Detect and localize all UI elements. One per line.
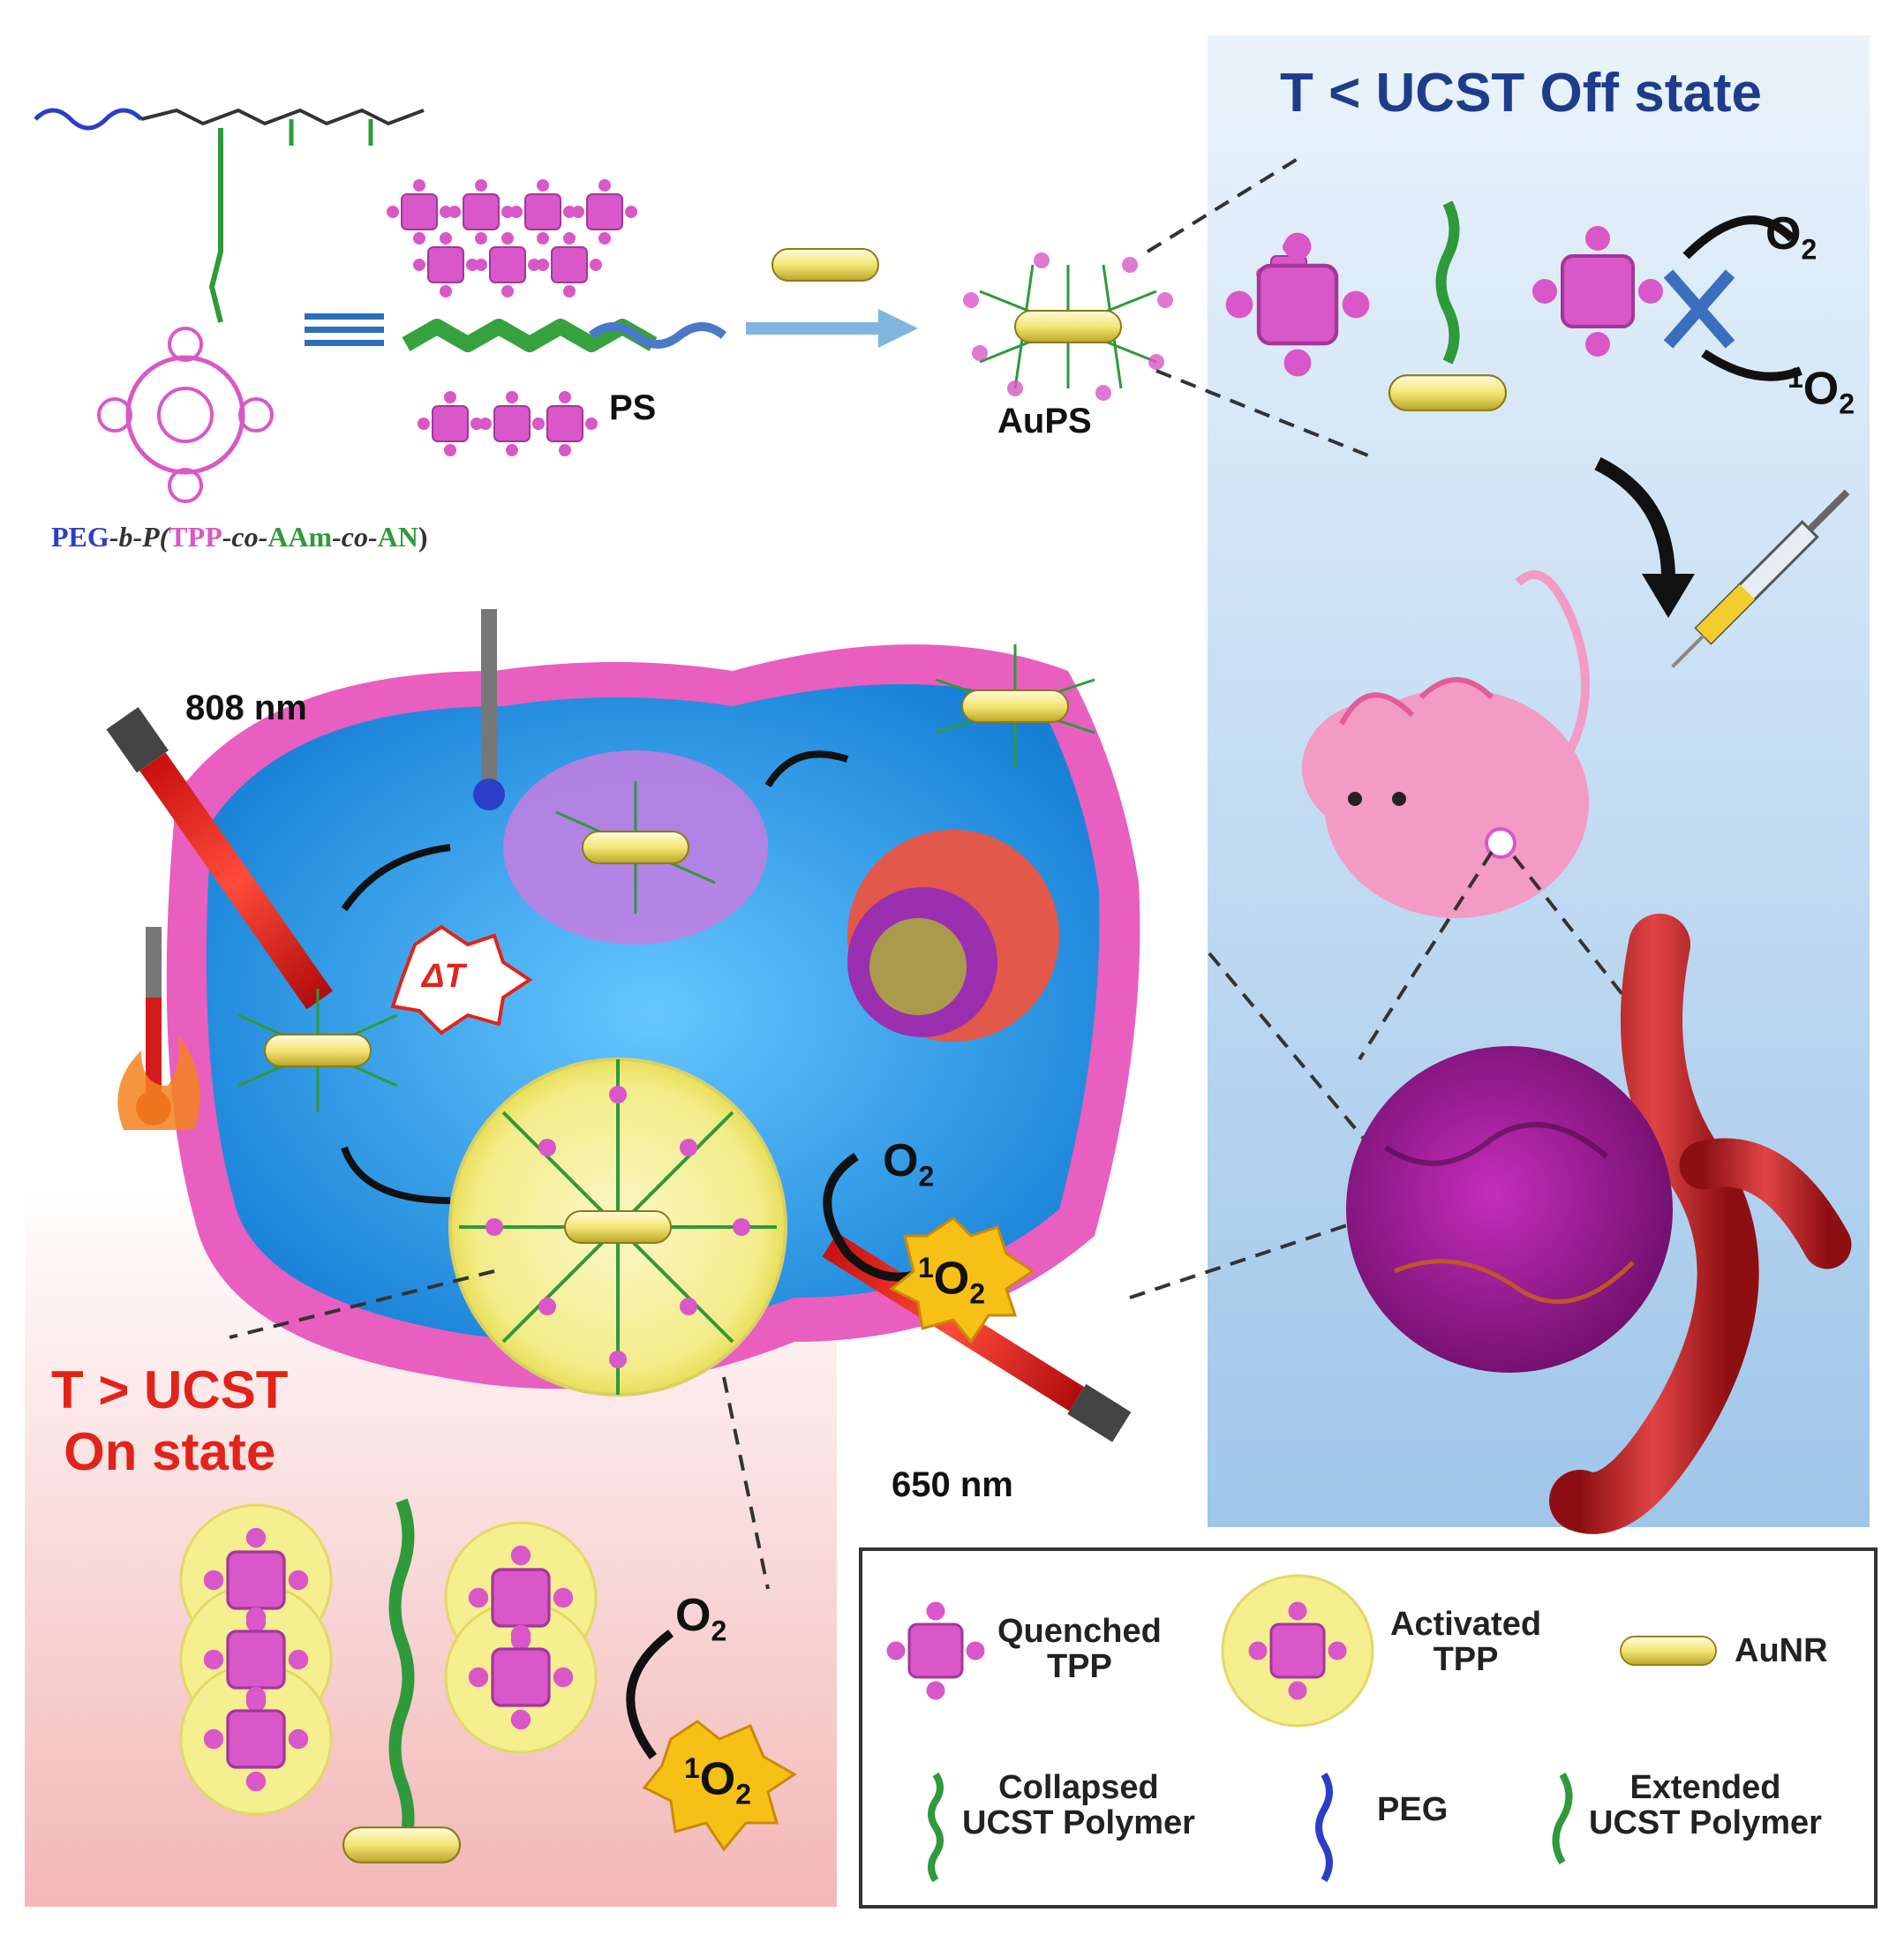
formula-close: ) bbox=[418, 521, 428, 553]
legend-collapsed-polymer-icon bbox=[928, 1772, 944, 1883]
on-state-line1: T > UCST bbox=[51, 1360, 289, 1419]
legend-activated-tpp-icon bbox=[1221, 1574, 1374, 1728]
formula-co1: -co- bbox=[222, 521, 268, 553]
on-o2: O2 bbox=[675, 1589, 726, 1647]
tumor bbox=[1346, 1046, 1673, 1373]
zoom-lines-on bbox=[229, 1269, 770, 1590]
laser-808-label: 808 nm bbox=[185, 689, 307, 727]
process-arrows bbox=[341, 750, 849, 1204]
aups-outside bbox=[935, 644, 1095, 768]
delta-t-badge bbox=[390, 924, 533, 1035]
formula-peg: PEG bbox=[51, 521, 109, 553]
cell-singlet-o: O bbox=[933, 1253, 970, 1305]
polymer-formula: PEG-b-P(TPP-co-AAm-co-AN) bbox=[51, 521, 428, 553]
off-o2-sub: 2 bbox=[1801, 233, 1817, 266]
cell-reaction bbox=[823, 1152, 1035, 1344]
activated-aups bbox=[448, 1058, 787, 1397]
cell-o2-o: O bbox=[883, 1135, 919, 1186]
polymer-structure bbox=[34, 108, 425, 503]
legend-quenched-line1: Quenched bbox=[997, 1613, 1162, 1650]
legend-extended-line1: Extended bbox=[1629, 1769, 1781, 1806]
mouse-icon bbox=[1302, 570, 1590, 918]
equals-sign bbox=[305, 313, 384, 346]
on-singlet-o: O bbox=[699, 1753, 736, 1805]
aups-particle bbox=[963, 252, 1173, 401]
off-singlet-o: O bbox=[1802, 363, 1840, 415]
aunr-reagent bbox=[771, 248, 879, 282]
on-state-detail bbox=[179, 1498, 598, 1863]
off-singlet-sub: 2 bbox=[1839, 388, 1855, 420]
off-o2: O2 bbox=[1765, 207, 1817, 266]
blocked-reaction bbox=[1663, 215, 1802, 381]
legend-extended-polymer-icon bbox=[1552, 1772, 1573, 1865]
on-singlet-sub: 2 bbox=[735, 1778, 752, 1811]
legend-aunr-icon bbox=[1620, 1635, 1717, 1667]
legend-quenched-line2: TPP bbox=[1046, 1648, 1112, 1685]
laser-808 bbox=[106, 706, 333, 1010]
cell-singlet-sub: 2 bbox=[969, 1277, 986, 1310]
legend-box bbox=[859, 1547, 1878, 1909]
on-singlet-sup: 1 bbox=[684, 1752, 700, 1784]
legend-quenched-label: Quenched TPP bbox=[997, 1614, 1162, 1684]
on-singlet-o2: 1O2 bbox=[684, 1752, 751, 1811]
formula-co2: -co- bbox=[332, 521, 378, 553]
thermometer-hot-icon bbox=[117, 927, 200, 1130]
zoom-lines-off bbox=[1146, 157, 1378, 461]
formula-an: AN bbox=[377, 521, 418, 553]
legend-activated-line1: Activated bbox=[1390, 1606, 1542, 1643]
off-state-detail bbox=[1226, 200, 1665, 411]
organelle bbox=[847, 830, 1059, 1042]
off-o2-o: O bbox=[1765, 208, 1802, 260]
legend-aunr-label: AuNR bbox=[1735, 1632, 1828, 1669]
delta-t-label: ΔT bbox=[422, 958, 465, 995]
legend-collapsed-label: Collapsed UCST Polymer bbox=[962, 1770, 1195, 1841]
cell-o2-sub: 2 bbox=[918, 1160, 935, 1193]
legend-activated-line2: TPP bbox=[1433, 1641, 1499, 1678]
thermometer-cold-icon bbox=[473, 609, 505, 810]
arrow-to-aups bbox=[746, 309, 918, 348]
off-singlet-o2: 1O2 bbox=[1787, 362, 1855, 421]
cell-singlet-sup: 1 bbox=[918, 1252, 934, 1284]
legend-extended-line2: UCST Polymer bbox=[1589, 1804, 1822, 1841]
blood-vessel bbox=[1549, 914, 1852, 1534]
formula-tpp: TPP bbox=[169, 521, 222, 553]
injection-arrow bbox=[1594, 456, 1695, 618]
legend-peg-icon bbox=[1315, 1772, 1333, 1883]
off-state-title: T < UCST Off state bbox=[1280, 63, 1763, 124]
on-o2-o: O bbox=[675, 1590, 711, 1641]
formula-b: -b-P( bbox=[109, 521, 169, 553]
on-o2-sub: 2 bbox=[711, 1615, 727, 1647]
legend-peg-label: PEG bbox=[1377, 1791, 1449, 1828]
legend-extended-label: Extended UCST Polymer bbox=[1589, 1770, 1822, 1841]
cell-singlet-o2: 1O2 bbox=[918, 1252, 985, 1311]
formula-aam: AAm bbox=[267, 521, 333, 553]
on-state-reaction bbox=[626, 1630, 797, 1852]
cell-o2: O2 bbox=[883, 1134, 934, 1193]
aups-label: AuPS bbox=[997, 402, 1092, 440]
on-state-line2: On state bbox=[64, 1422, 276, 1481]
syringe-icon bbox=[1671, 489, 1850, 668]
on-state-title: T > UCST On state bbox=[51, 1359, 288, 1483]
ps-polymer bbox=[386, 178, 727, 457]
legend-activated-label: Activated TPP bbox=[1390, 1607, 1541, 1677]
heated-aups bbox=[237, 989, 398, 1112]
legend-collapsed-line1: Collapsed bbox=[998, 1769, 1159, 1806]
off-singlet-sup: 1 bbox=[1787, 362, 1803, 394]
laser-650-label: 650 nm bbox=[892, 1465, 1013, 1504]
legend-collapsed-line2: UCST Polymer bbox=[962, 1804, 1195, 1841]
ps-label: PS bbox=[609, 388, 657, 427]
endocytosis-vesicle bbox=[503, 750, 768, 945]
